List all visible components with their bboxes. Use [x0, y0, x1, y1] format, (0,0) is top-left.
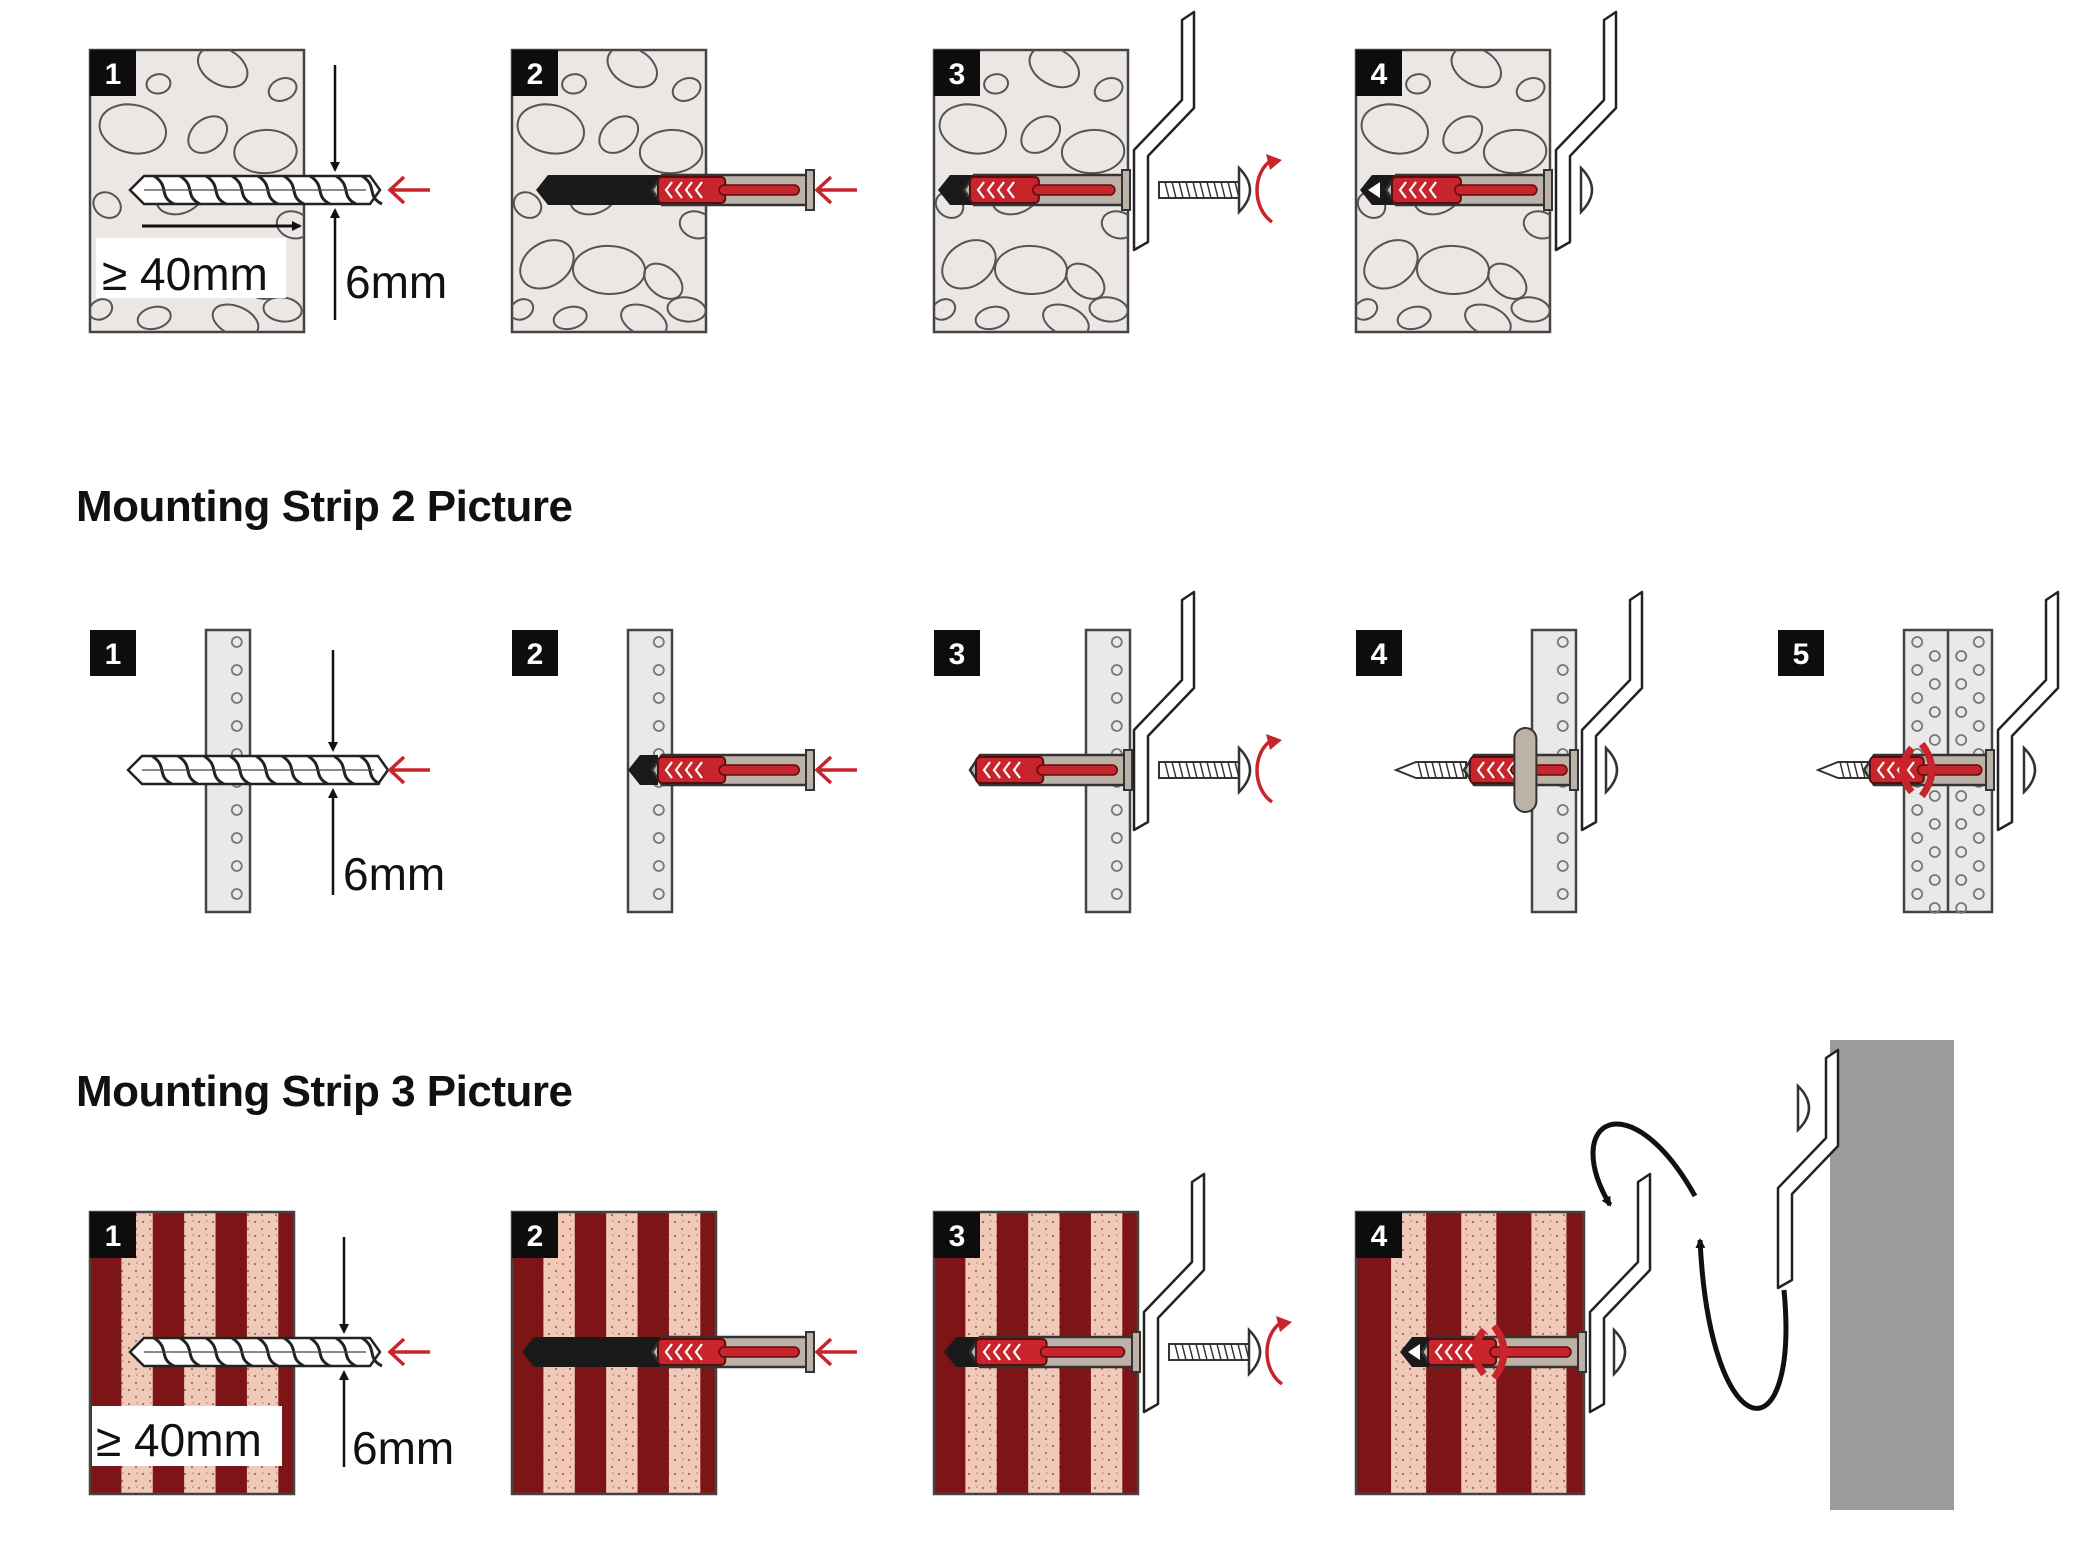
step-badge-3-2 [512, 1212, 558, 1258]
drilled-hole [628, 755, 658, 785]
wall-plug-icon [968, 1331, 1141, 1373]
step-badge-2-1 [90, 630, 136, 676]
mounting-bracket-icon [1132, 10, 1196, 252]
step-badge-1-4-number: 4 [1371, 58, 1388, 91]
insert-arrow-icon [387, 1337, 430, 1367]
step-badge-1-3-number: 3 [949, 58, 966, 91]
drilled-hole [1400, 1337, 1430, 1367]
step-badge-1-2 [512, 50, 558, 96]
step-badge-1-1 [90, 50, 136, 96]
grey-wall [1830, 1040, 1954, 1510]
step-badge-2-5 [1778, 630, 1824, 676]
wall-plug-icon [1462, 727, 1579, 813]
wall-plug-icon [650, 169, 815, 211]
diameter-label: 6mm [352, 1422, 454, 1474]
rotate-arrow-icon [1255, 734, 1282, 804]
insert-arrow-icon [814, 1337, 857, 1367]
rotate-arrow-icon [1255, 154, 1282, 224]
screw-icon [1168, 1326, 1262, 1378]
diameter-label: 6mm [343, 848, 445, 900]
step-badge-1-3 [934, 50, 980, 96]
mounting-bracket-icon [1132, 590, 1196, 832]
step-badge-2-3 [934, 630, 980, 676]
wall-plug-icon [962, 169, 1131, 211]
step-badge-3-2-number: 2 [527, 1220, 544, 1253]
mounting-bracket-icon [1588, 1172, 1652, 1414]
screw-head-icon [2022, 744, 2037, 796]
depth-label: ≥ 40mm [96, 1414, 262, 1466]
step-badge-2-3-number: 3 [949, 638, 966, 671]
insert-arrow-icon [814, 755, 857, 785]
section-title-3: Mounting Strip 3 Picture [76, 1067, 573, 1116]
screw-head-icon [1579, 164, 1594, 216]
screw-head-icon [1612, 1326, 1627, 1378]
drilled-hole [536, 175, 676, 205]
screw-icon [1158, 164, 1252, 216]
wall-plug-icon [1420, 1323, 1587, 1381]
wall-plug-icon [968, 749, 1133, 791]
rotate-arrow-icon [1265, 1316, 1292, 1386]
mounting-bracket-icon [1142, 1172, 1206, 1414]
drill-bit-icon [128, 1336, 383, 1368]
step-badge-3-3 [934, 1212, 980, 1258]
depth-label-bg [96, 238, 286, 298]
screw-head-icon [1796, 1082, 1811, 1134]
mounting-bracket-icon [1996, 590, 2060, 832]
step-badge-2-2-number: 2 [527, 638, 544, 671]
step-badge-2-4 [1356, 630, 1402, 676]
step-badge-2-2 [512, 630, 558, 676]
wall-plug-icon [1384, 169, 1553, 211]
drill-bit-icon [126, 754, 390, 786]
step-badge-3-1 [90, 1212, 136, 1258]
depth-label: ≥ 40mm [102, 248, 268, 300]
drilled-hole [522, 1337, 672, 1367]
screw-icon [1158, 744, 1252, 796]
insert-arrow-icon [387, 755, 430, 785]
depth-label-bg [92, 1406, 282, 1466]
wall-plug-icon [650, 749, 815, 791]
screw-head-icon [1604, 744, 1619, 796]
diameter-label: 6mm [345, 256, 447, 308]
step-badge-1-4 [1356, 50, 1402, 96]
insert-arrow-icon [387, 175, 430, 205]
step-badge-2-4-number: 4 [1371, 638, 1388, 671]
step-badge-3-4 [1356, 1212, 1402, 1258]
drill-bit-icon [128, 174, 383, 206]
section-title-2: Mounting Strip 2 Picture [76, 482, 573, 531]
curved-arrow-icon [1695, 1238, 1789, 1411]
mounting-bracket-icon [1554, 10, 1618, 252]
step-badge-2-1-number: 1 [105, 638, 122, 671]
step-badge-2-5-number: 5 [1793, 638, 1810, 671]
curved-arrow-icon [1590, 1121, 1698, 1207]
hung-bracket-icon [1776, 1048, 1840, 1290]
mounting-bracket-icon [1580, 590, 1644, 832]
wall-plug-icon [1862, 741, 1995, 799]
insert-arrow-icon [814, 175, 857, 205]
step-badge-3-4-number: 4 [1371, 1220, 1388, 1253]
screw-icon [1393, 761, 1467, 779]
step-badge-1-2-number: 2 [527, 58, 544, 91]
step-badge-3-1-number: 1 [105, 1220, 122, 1253]
step-badge-3-3-number: 3 [949, 1220, 966, 1253]
wall-plug-icon [650, 1331, 815, 1373]
step-badge-1-1-number: 1 [105, 58, 122, 91]
